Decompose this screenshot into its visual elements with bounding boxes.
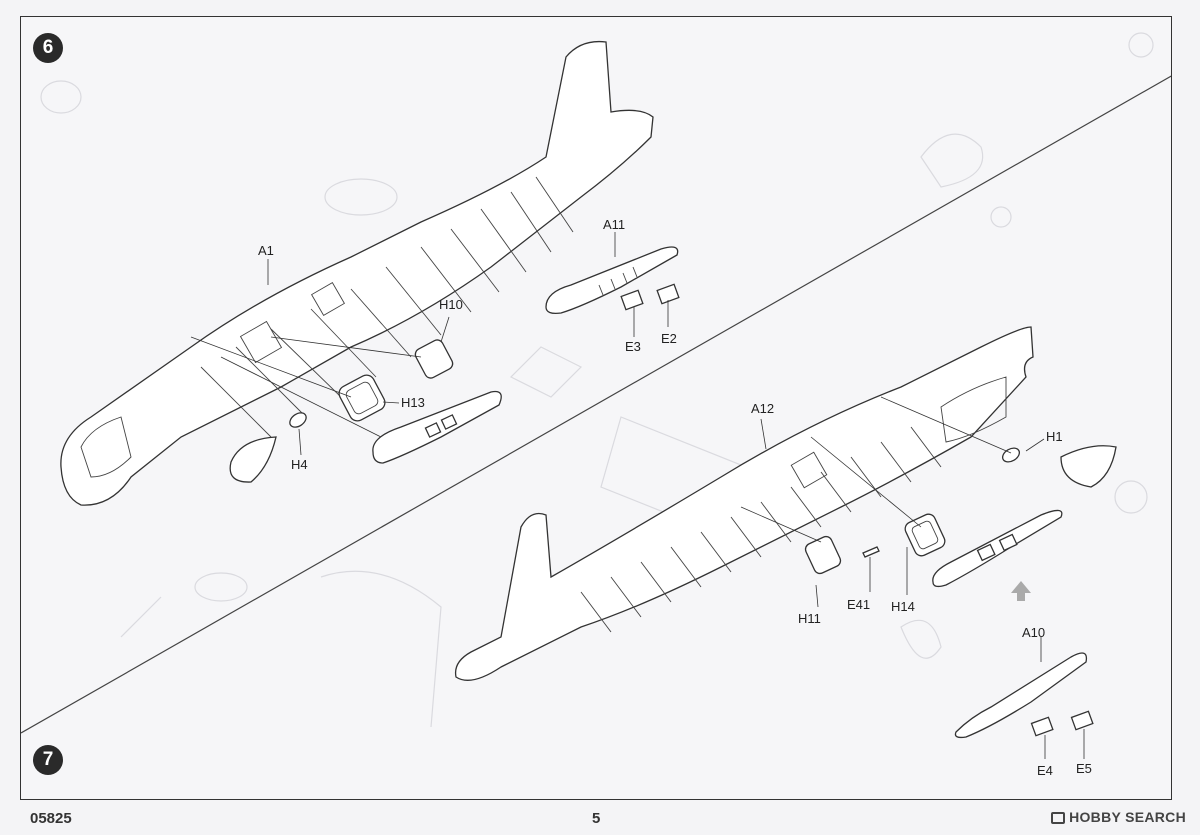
brand-watermark: HOBBY SEARCH [1051, 809, 1186, 825]
up-arrow-icon [1011, 581, 1031, 601]
part-e5 [1070, 710, 1094, 731]
product-code: 05825 [30, 810, 72, 827]
label-h10: H10 [439, 297, 463, 312]
detail-shape-2 [1060, 445, 1117, 488]
label-e4: E4 [1037, 763, 1053, 778]
part-h4 [289, 412, 307, 428]
label-h11: H11 [798, 611, 821, 626]
label-h14: H14 [891, 599, 915, 614]
part-a10 [954, 652, 1088, 739]
brand-text: HOBBY SEARCH [1069, 809, 1186, 825]
part-h10 [414, 339, 454, 379]
label-h13: H13 [401, 395, 425, 410]
assembly-drawing [21, 32, 1171, 759]
instruction-sheet: 6 7 A1 H10 H13 H4 A11 E3 E2 A12 H1 H11 E… [20, 16, 1172, 800]
label-e3: E3 [625, 339, 641, 354]
step-6-badge: 6 [33, 33, 63, 63]
part-h1 [1001, 447, 1021, 463]
part-e41 [862, 546, 880, 558]
step-divider [21, 75, 1171, 734]
fuselage-half-a1 [60, 40, 654, 506]
part-h11 [804, 535, 842, 575]
label-a10: A10 [1022, 625, 1046, 640]
part-lower-panel-2 [932, 509, 1063, 588]
label-a11: A11 [603, 217, 626, 232]
step-7-badge: 7 [33, 745, 63, 775]
label-e5: E5 [1076, 761, 1092, 776]
part-h14 [904, 513, 946, 557]
camera-icon [1051, 812, 1066, 824]
part-h13 [338, 374, 386, 422]
label-e2: E2 [661, 331, 677, 346]
detail-shape [229, 436, 277, 483]
fuselage-half-a12 [454, 326, 1034, 681]
label-h1: H1 [1046, 429, 1063, 444]
label-h4: H4 [291, 457, 308, 472]
page-number: 5 [592, 810, 601, 827]
part-e4 [1030, 716, 1054, 737]
label-a1: A1 [258, 243, 274, 258]
label-a12: A12 [751, 401, 775, 416]
ghost-artwork [40, 32, 1154, 728]
part-e3 [620, 289, 644, 311]
part-e2 [656, 283, 680, 305]
label-e41: E41 [847, 597, 871, 612]
